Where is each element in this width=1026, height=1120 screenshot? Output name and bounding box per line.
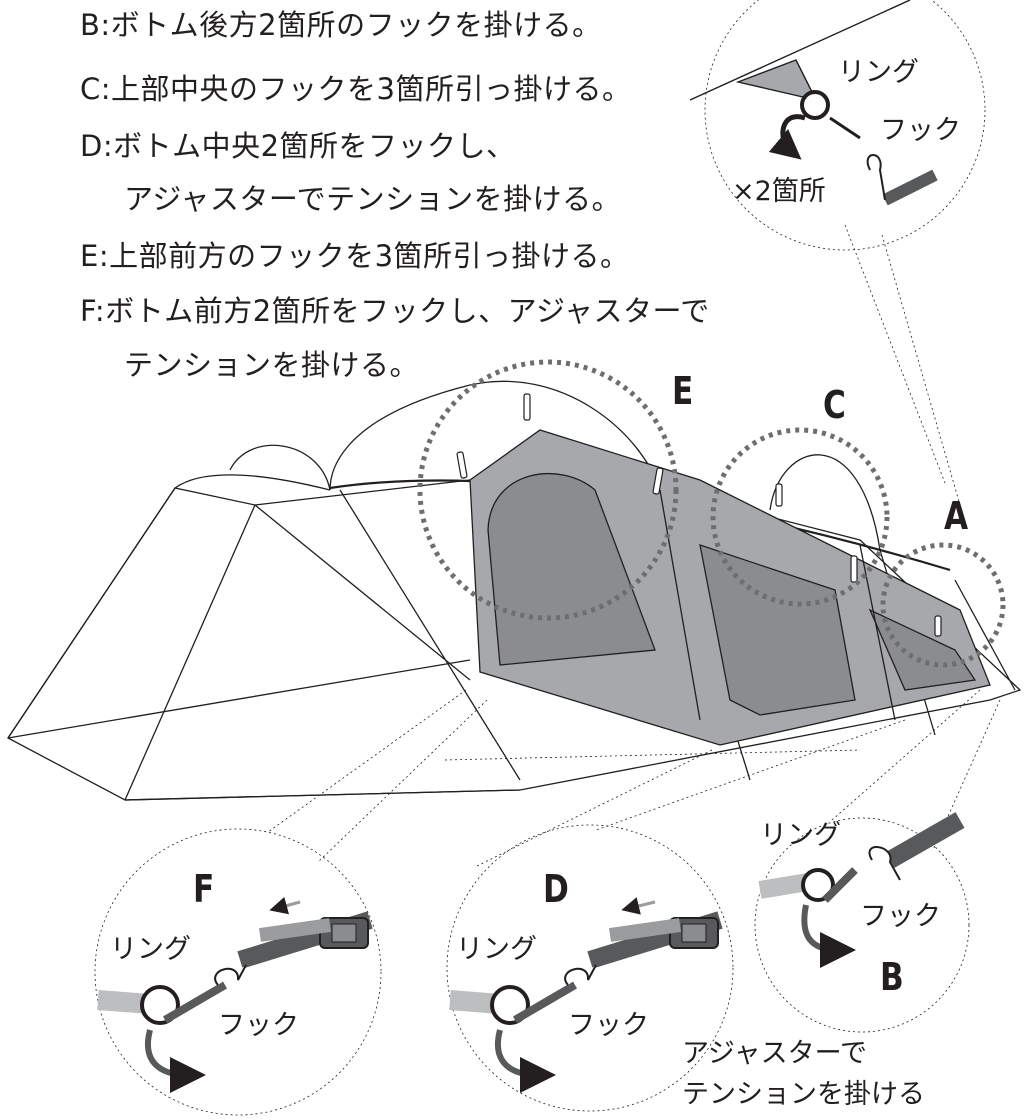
top-count-label: ×2箇所 <box>732 176 826 207</box>
marker-f: F <box>193 867 215 911</box>
inset-b-ring-hook <box>758 812 965 968</box>
instruction-d-continued: アジャスターでテンションを掛ける。 <box>124 182 622 216</box>
marker-a: A <box>944 494 969 538</box>
inset-f-ring-hook <box>97 896 373 1093</box>
instruction-d: D:ボトム中央2箇所をフックし、 <box>80 129 516 163</box>
top-ring-label: リング <box>838 57 919 88</box>
marker-e: E <box>672 369 694 413</box>
f-hook-label: フック <box>218 1010 299 1041</box>
instruction-b: B:ボトム後方2箇所のフックを掛ける。 <box>80 8 602 42</box>
f-ring-label: リング <box>110 934 191 965</box>
marker-c: C <box>823 383 846 427</box>
inset-d-ring-hook <box>449 897 723 1093</box>
d-ring-label: リング <box>456 934 537 965</box>
instruction-e: E:上部前方のフックを3箇所引っ掛ける。 <box>80 239 630 273</box>
top-hook-label: フック <box>880 115 961 146</box>
b-ring-label: リング <box>760 820 841 851</box>
d-adjuster-label-1: アジャスターで <box>682 1038 867 1069</box>
instruction-c: C:上部中央のフックを3箇所引っ掛ける。 <box>80 72 632 106</box>
instruction-f: F:ボトム前方2箇所をフックし、アジャスターで <box>80 294 710 328</box>
leader-lines <box>94 0 1001 1116</box>
b-hook-label: フック <box>860 901 941 932</box>
d-adjuster-label-2: テンションを掛ける <box>682 1079 925 1110</box>
inner-tent <box>469 429 991 746</box>
instruction-f-continued: テンションを掛ける。 <box>124 348 420 382</box>
inset-top-ring-hook <box>689 0 938 206</box>
marker-b: B <box>880 955 904 999</box>
marker-d: D <box>543 867 569 911</box>
hooks <box>456 393 942 637</box>
detail-circles <box>417 359 1006 668</box>
d-hook-label: フック <box>568 1010 649 1041</box>
